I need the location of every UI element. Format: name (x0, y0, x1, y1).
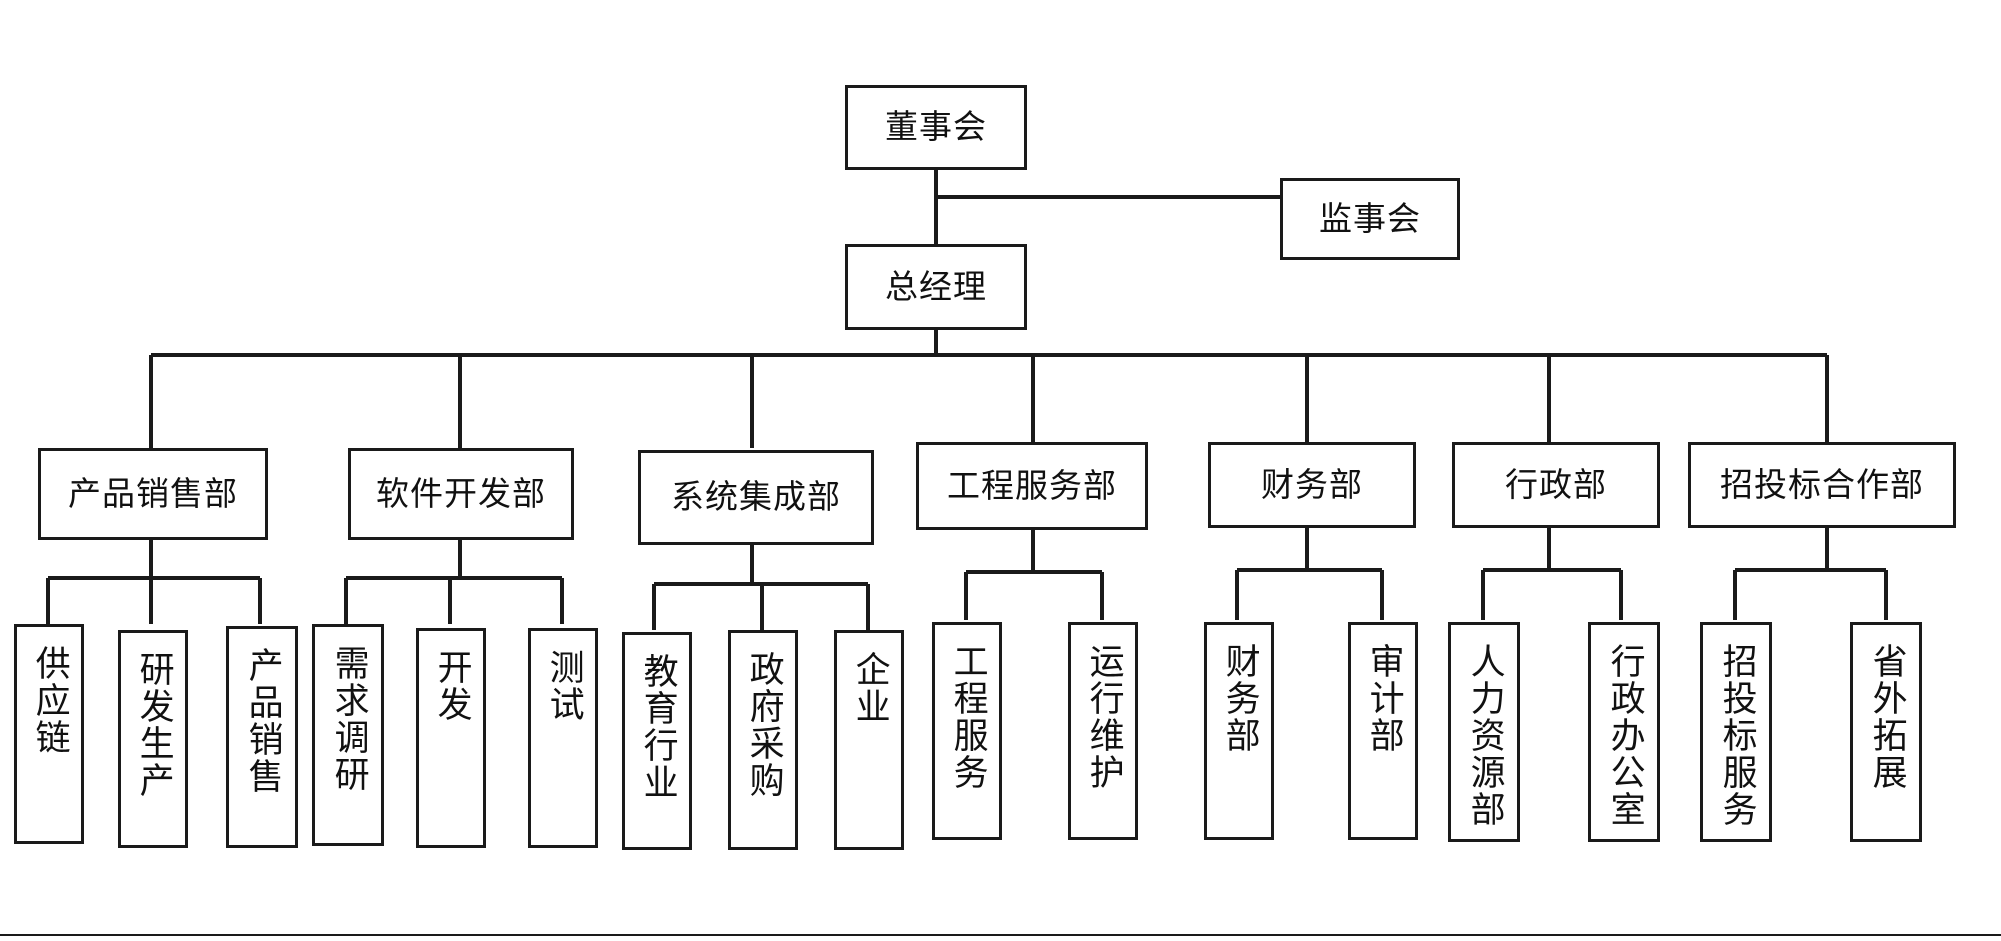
node-team-administrative-office[interactable]: 行政办公室 (1588, 622, 1660, 842)
node-team-operation-maintenance[interactable]: 运行维护 (1068, 622, 1138, 840)
node-team-development[interactable]: 开发 (416, 628, 486, 848)
node-team-testing[interactable]: 测试 (528, 628, 598, 848)
node-team-finance-department[interactable]: 财务部 (1204, 622, 1274, 840)
node-label-board-of-supervisors: 监事会 (1319, 198, 1421, 238)
node-label-board-of-directors: 董事会 (885, 107, 987, 147)
node-label-team-human-resources: 人力资源部 (1464, 643, 1505, 828)
node-department-system-integration[interactable]: 系统集成部 (638, 450, 874, 545)
node-department-administration[interactable]: 行政部 (1452, 442, 1660, 528)
node-team-bidding-service[interactable]: 招投标服务 (1700, 622, 1772, 842)
node-label-team-requirement-research: 需求调研 (328, 645, 369, 793)
node-label-department-engineering-service: 工程服务部 (947, 465, 1117, 505)
node-label-department-software-development: 软件开发部 (376, 473, 546, 513)
node-team-government-procurement[interactable]: 政府采购 (728, 630, 798, 850)
node-team-rd-production[interactable]: 研发生产 (118, 630, 188, 848)
node-label-team-testing: 测试 (543, 649, 584, 723)
node-label-team-government-procurement: 政府采购 (743, 651, 784, 799)
node-label-department-administration: 行政部 (1505, 464, 1607, 504)
node-label-department-product-sales: 产品销售部 (68, 473, 238, 513)
node-label-team-supply-chain: 供应链 (29, 645, 70, 756)
node-general-manager[interactable]: 总经理 (845, 244, 1027, 330)
node-department-engineering-service[interactable]: 工程服务部 (916, 442, 1148, 530)
node-label-team-enterprise: 企业 (849, 651, 890, 725)
node-team-supply-chain[interactable]: 供应链 (14, 624, 84, 844)
node-label-team-engineering-service: 工程服务 (947, 643, 988, 791)
node-label-team-product-sales: 产品销售 (242, 647, 283, 795)
node-label-team-finance-department: 财务部 (1219, 643, 1260, 754)
node-department-software-development[interactable]: 软件开发部 (348, 448, 574, 540)
node-department-product-sales[interactable]: 产品销售部 (38, 448, 268, 540)
node-label-department-finance: 财务部 (1261, 464, 1363, 504)
node-department-finance[interactable]: 财务部 (1208, 442, 1416, 528)
node-label-team-administrative-office: 行政办公室 (1604, 643, 1645, 828)
node-team-out-of-province-expansion[interactable]: 省外拓展 (1850, 622, 1922, 842)
node-team-requirement-research[interactable]: 需求调研 (312, 624, 384, 846)
node-board-of-directors[interactable]: 董事会 (845, 85, 1027, 170)
node-department-bidding-cooperation[interactable]: 招投标合作部 (1688, 442, 1956, 528)
node-label-department-bidding-cooperation: 招投标合作部 (1720, 464, 1924, 504)
node-team-education-industry[interactable]: 教育行业 (622, 632, 692, 850)
node-board-of-supervisors[interactable]: 监事会 (1280, 178, 1460, 260)
node-team-enterprise[interactable]: 企业 (834, 630, 904, 850)
node-team-human-resources[interactable]: 人力资源部 (1448, 622, 1520, 842)
node-label-team-development: 开发 (431, 649, 472, 723)
node-label-team-audit-department: 审计部 (1363, 643, 1404, 754)
node-team-engineering-service[interactable]: 工程服务 (932, 622, 1002, 840)
node-label-general-manager: 总经理 (885, 266, 987, 306)
node-label-team-bidding-service: 招投标服务 (1716, 643, 1757, 828)
page-bottom-rule (0, 934, 2001, 936)
node-label-team-out-of-province-expansion: 省外拓展 (1866, 643, 1907, 791)
node-label-team-education-industry: 教育行业 (637, 653, 678, 801)
node-label-department-system-integration: 系统集成部 (671, 477, 841, 517)
node-label-team-operation-maintenance: 运行维护 (1083, 643, 1124, 791)
node-label-team-rd-production: 研发生产 (133, 651, 174, 799)
node-team-product-sales[interactable]: 产品销售 (226, 626, 298, 848)
node-team-audit-department[interactable]: 审计部 (1348, 622, 1418, 840)
